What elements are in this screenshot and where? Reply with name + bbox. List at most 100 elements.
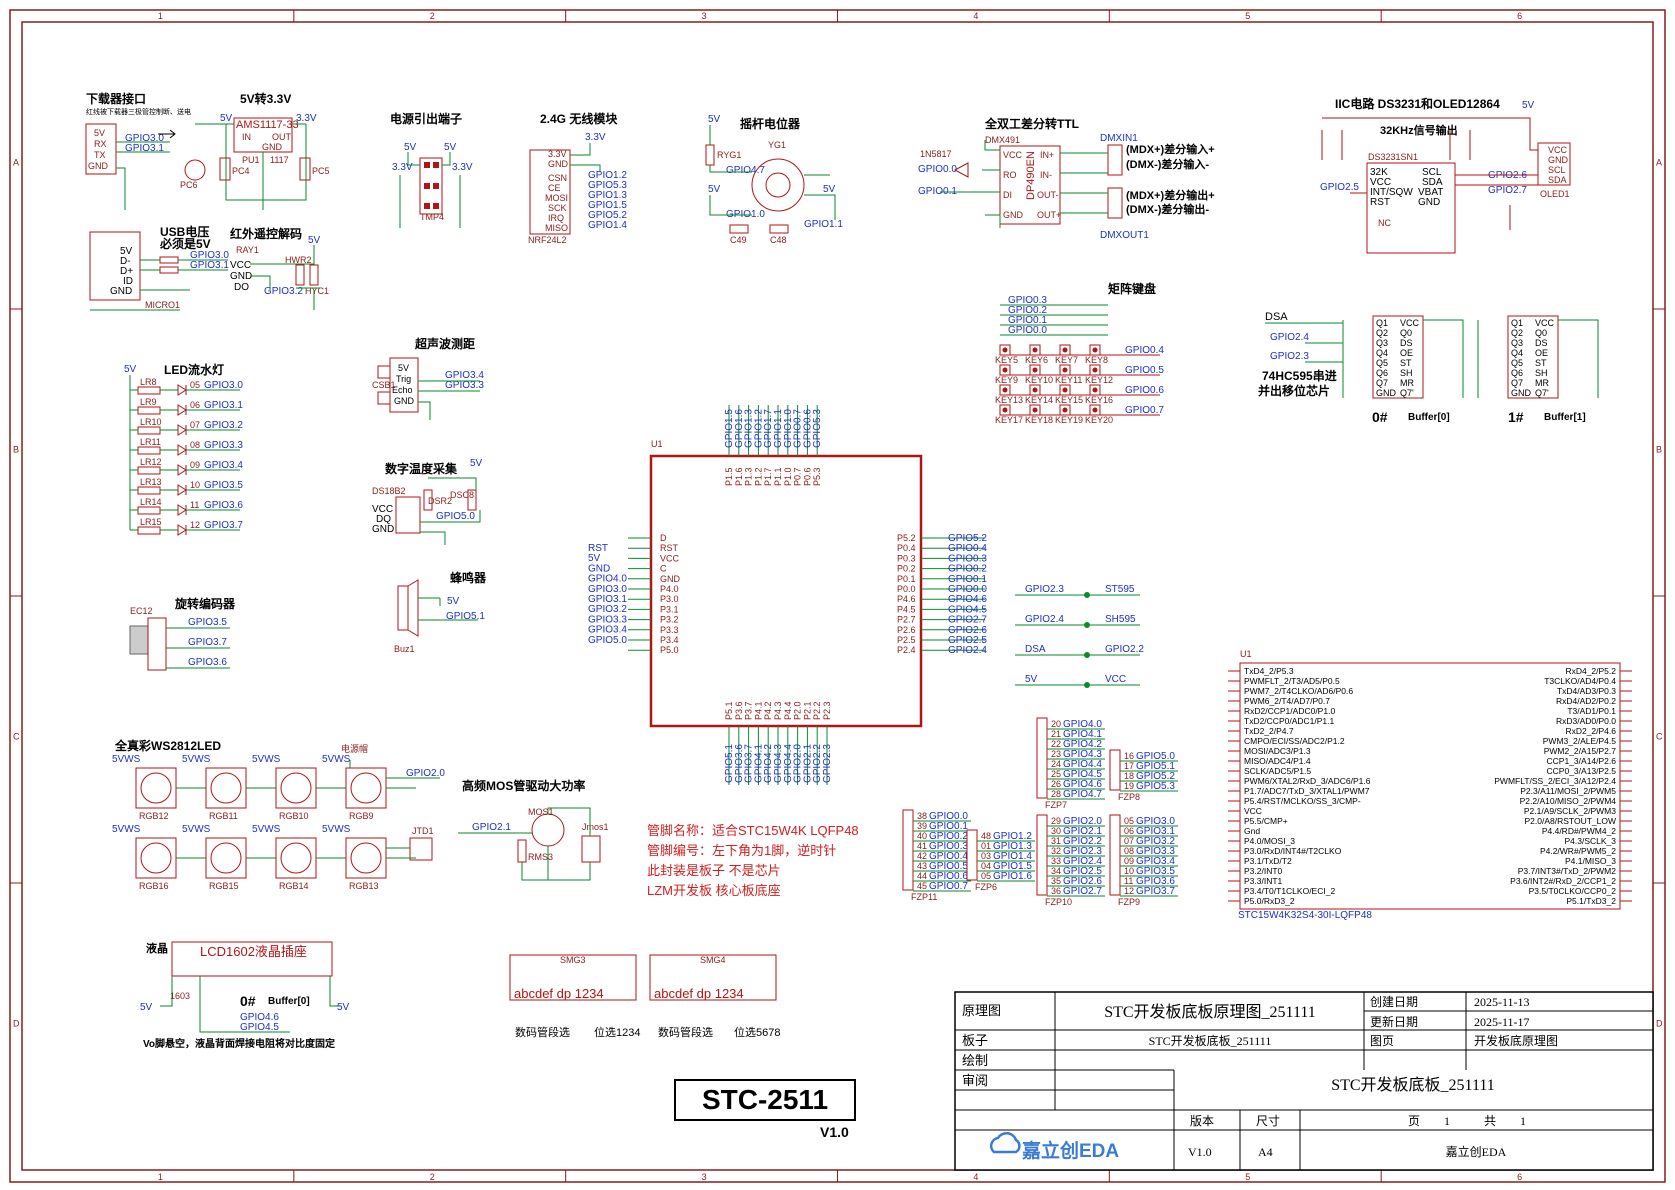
rs485-label-1: (DMX-)差分输入- (1126, 157, 1209, 171)
u1r-right-pin: P5.1/TxD3_2 (1566, 896, 1616, 906)
matrix-key-label: KEY18 (1025, 415, 1053, 425)
nrf-net-0: GPIO1.2 (588, 170, 627, 181)
ldo-in: IN (242, 132, 251, 142)
seg-ref-0: SMG3 (560, 955, 586, 965)
rs485-label-0: (MDX+)差分输入+ (1126, 142, 1215, 156)
tb-r2-label: 板子 (962, 1033, 988, 1048)
mcu-right-net: GPIO5.2 (948, 533, 987, 544)
enc-net-1: GPIO3.7 (188, 637, 227, 648)
header-pin: 07 (1124, 836, 1134, 846)
header-net: GPIO0.7 (929, 881, 968, 892)
header-pin: 11 (1124, 876, 1133, 886)
nrf-net-4: GPIO5.2 (588, 210, 627, 221)
led-pin: 12 (190, 520, 200, 530)
u1r-right-pin: TxD4/AD3/P0.3 (1557, 686, 1616, 696)
mcu-left-pin: P4.0 (660, 584, 679, 594)
shift-block: 74HC595串进 并出移位芯片 DSA GPIO2.4 GPIO2.3 Q1Q… (1258, 311, 1599, 425)
tb-r1-value: STC开发板底板原理图_251111 (1104, 1003, 1316, 1021)
tb-size-value: A4 (1258, 1145, 1273, 1159)
header-net: GPIO4.0 (1063, 719, 1102, 730)
downloader-title: 下载器接口 (86, 91, 146, 106)
u1r-left-pin: P4.0/MOSI_3 (1244, 836, 1295, 846)
ws2812-block: 全真彩WS2812LED 电源帽 GPIO2.0 JTD1 RGB125VWSR… (112, 738, 445, 891)
pp-5v-b: 5V (444, 142, 457, 153)
usb-ref: MICRO1 (145, 300, 180, 310)
header-pin: 40 (917, 831, 927, 841)
led-diode-icon (177, 484, 187, 496)
rs485-block: 全双工差分转TTL DMX491 VCC RO DI GND IN+ IN- O… (918, 116, 1215, 241)
header-pin: 41 (917, 841, 927, 851)
dl-pin-gnd: GND (88, 161, 109, 171)
led-pin: 06 (190, 400, 200, 410)
mos-title: 高频MOS管驱动大功率 (462, 778, 585, 793)
mcu-left-net: GPIO3.4 (588, 625, 627, 636)
u1r-right-pin: PWM3_2/ALE/P4.5 (1543, 736, 1617, 746)
lcd-ref: 1603 (170, 991, 190, 1001)
led-ref: LR15 (140, 517, 162, 527)
mcu-top-net: GPIO1.7 (763, 409, 774, 448)
header-pin: 34 (1051, 866, 1061, 876)
mcu-left-pin: VCC (660, 553, 680, 563)
u1r-left-pin: P3.2/INT0 (1244, 866, 1283, 876)
u1r-right-pin: P2.0/A8/RSTOUT_LOW (1525, 816, 1616, 826)
mcu-top-net: GPIO0.7 (793, 409, 804, 448)
mcu-top-net: GPIO0.6 (802, 409, 813, 448)
seg-label-3: 位选5678 (734, 1025, 780, 1039)
led-pin: 07 (190, 420, 200, 430)
iic-gnd: GND (1418, 197, 1440, 208)
temp-net: GPIO5.0 (436, 511, 475, 522)
mcu-left-net: GPIO3.3 (588, 614, 627, 625)
header-net: GPIO2.4 (1063, 856, 1102, 867)
matrix-net-in: GPIO0.0 (1008, 325, 1047, 336)
mcu-left-pin: P3.2 (660, 615, 679, 625)
rs485-net-1: GPIO0.1 (918, 186, 957, 197)
shift-pin-l: Q5 (1376, 358, 1388, 368)
shift-pin-l: Q7 (1511, 378, 1523, 388)
mcu-right-pin: P0.2 (897, 564, 916, 574)
ultra-trig: Trig (396, 374, 411, 384)
mcu-top-net: GPIO1.6 (734, 409, 745, 448)
svg-text:VCC: VCC (1548, 145, 1568, 155)
u1r-right-pin: P2.3/A11/MOSI_2/PWM5 (1520, 786, 1616, 796)
header-net: GPIO0.3 (929, 841, 968, 852)
buzzer-net: GPIO5.1 (446, 611, 485, 622)
note-1: 管脚编号：左下角为1脚，逆时针 (647, 843, 836, 858)
matrix-key-label: KEY9 (995, 375, 1018, 385)
mcu-left-pin: P3.4 (660, 635, 679, 645)
mcu-left-net: GPIO4.0 (588, 574, 627, 585)
u1r-left-pin: MISO/ADC4/P1.4 (1244, 756, 1311, 766)
temp-block: 数字温度采集 DS18B2 VCC DQ GND GPIO5.0 DSR2 DS… (372, 458, 483, 545)
mcu-bot-pin: P2.0 (793, 701, 803, 720)
header-net: GPIO2.6 (1063, 876, 1102, 887)
mcu-bot-pin: P3.6 (734, 701, 744, 720)
mcu-bot-net: GPIO4.2 (763, 744, 774, 783)
header-pin: 28 (1051, 789, 1061, 799)
ws-ref-bot: RGB16 (139, 881, 169, 891)
u1r-right-pin: T3CLKO/AD4/P0.4 (1544, 676, 1616, 686)
u1r-ref: U1 (1240, 649, 1252, 659)
shift-pin-l: Q3 (1376, 338, 1388, 348)
led-pin: 08 (190, 440, 200, 450)
nettie-left: GPIO2.4 (1025, 614, 1064, 625)
header-pin: 24 (1051, 759, 1061, 769)
u1r-right-pin: P4.4/RD#/PWM4_2 (1542, 826, 1616, 836)
u1r-right-pin: P4.1/MISO_3 (1565, 856, 1616, 866)
mcu-top-pin: P1.2 (753, 467, 763, 486)
nrf-pin-ce: CE (548, 183, 561, 193)
mcu-bot-net: GPIO2.0 (793, 744, 804, 783)
mcu-left-net: 5V (588, 553, 601, 564)
u1r-left-pin: TxD2/CCP0/ADC1/P1.1 (1244, 716, 1334, 726)
u1r-right-pin: P4.2/WR#/PWM5_2 (1540, 846, 1616, 856)
u1r-left-pin: MOSI/ADC3/P1.3 (1244, 746, 1311, 756)
led-pin: 11 (190, 500, 199, 510)
nrf-title: 2.4G 无线模块 (540, 111, 618, 126)
lcd-buf: 0# (240, 993, 256, 1009)
svg-text:SDA: SDA (1548, 175, 1567, 185)
led-ref: LR14 (140, 497, 162, 507)
encoder-block: 旋转编码器 EC12 GPIO3.5 GPIO3.7 GPIO3.6 (129, 596, 236, 671)
seg-block: SMG3 SMG4 abcdef dp 1234 abcdef dp 1234 … (509, 954, 780, 1039)
ir-vcc: VCC (230, 260, 251, 271)
leds-title: LED流水灯 (164, 362, 224, 377)
mos-block: 高频MOS管驱动大功率 MOS1 RMS3 Jmos1 GPIO2.1 (458, 778, 609, 881)
